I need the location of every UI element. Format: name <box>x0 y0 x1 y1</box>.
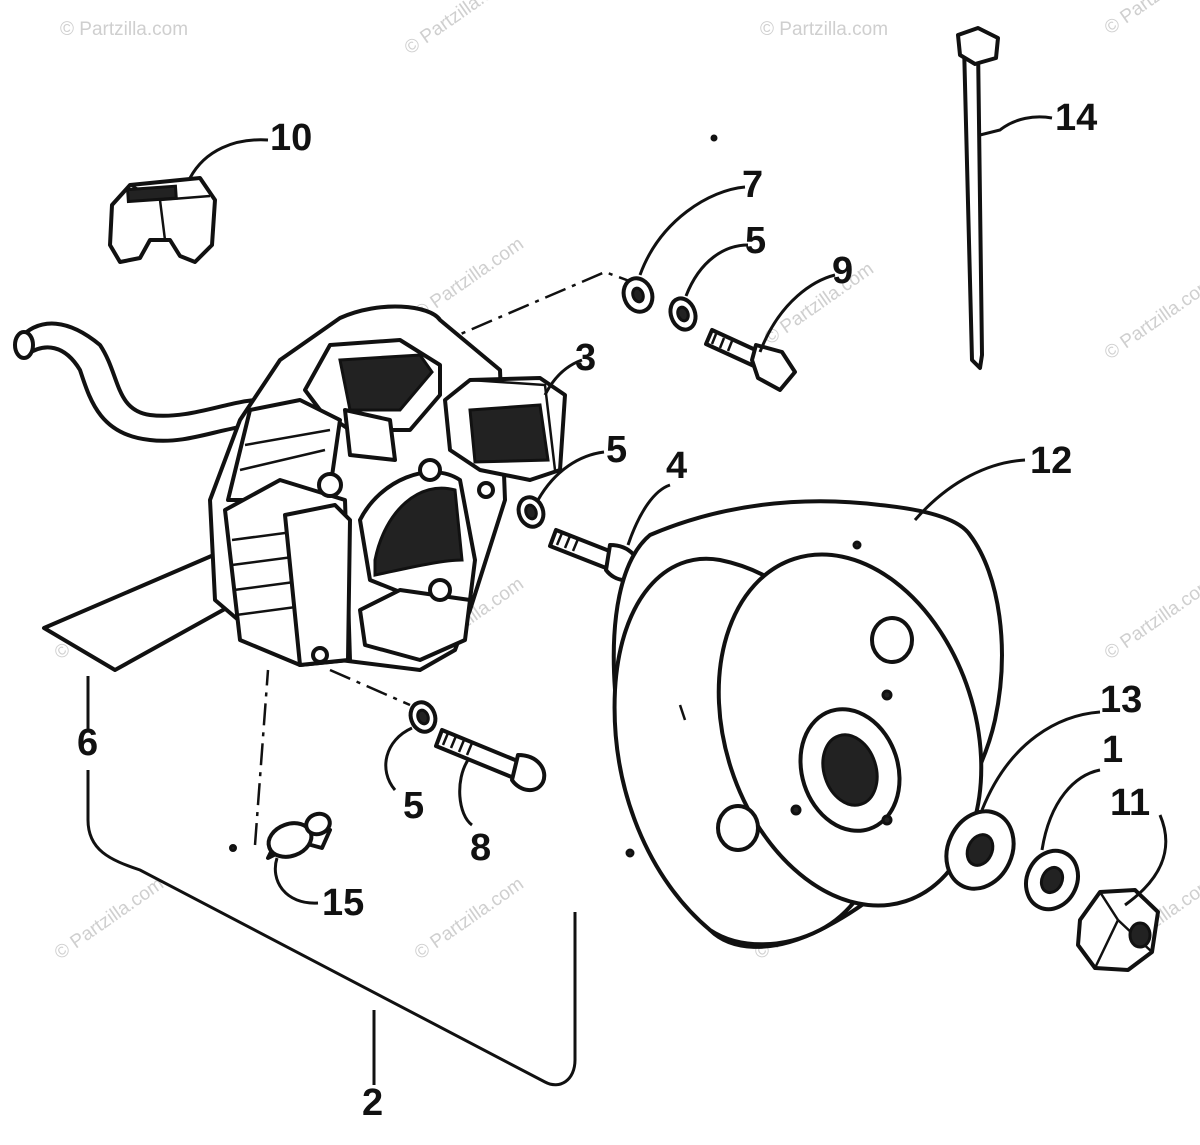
watermark-text: © Partzilla.com <box>1101 573 1200 664</box>
part-14-tie-strap <box>956 26 1000 370</box>
callout-10: 10 <box>270 117 312 159</box>
part-9-bolt <box>704 328 797 392</box>
callouts: 10 14 7 5 9 3 5 4 12 13 1 11 6 5 8 15 2 <box>77 97 1150 1124</box>
part-2-stator-assembly <box>208 304 567 672</box>
callout-4: 4 <box>666 445 687 487</box>
leader-line <box>758 273 836 353</box>
part-10-cap <box>108 176 217 264</box>
leader-line <box>536 450 605 501</box>
assembly-line <box>253 669 270 846</box>
part-15-grommet <box>266 811 332 860</box>
part-12-flywheel <box>611 499 1004 949</box>
leader-line <box>543 358 583 396</box>
part-7-washer <box>621 276 655 314</box>
leader-line <box>626 483 671 546</box>
callout-1: 1 <box>1102 729 1123 771</box>
part-5-lockwasher <box>408 700 438 734</box>
callout-7: 7 <box>742 164 763 206</box>
leader-line <box>384 726 413 791</box>
leader-line <box>1040 768 1101 851</box>
leader-line <box>979 115 1053 137</box>
leader-line <box>273 857 319 905</box>
callout-11: 11 <box>1110 782 1150 824</box>
callout-12: 12 <box>1030 440 1072 482</box>
wire-lead <box>13 321 264 443</box>
callout-5a: 5 <box>745 220 766 262</box>
part-5-lockwasher <box>668 296 698 332</box>
callout-13: 13 <box>1100 679 1142 721</box>
part-11-nut <box>1076 888 1160 972</box>
watermark-text: © Partzilla.com <box>51 873 168 964</box>
callout-15: 15 <box>322 882 364 924</box>
assembly-line <box>329 668 411 707</box>
watermark-text: © Partzilla.com <box>401 0 518 59</box>
callout-5b: 5 <box>606 429 627 471</box>
watermark-text: © Partzilla.com <box>411 873 528 964</box>
callout-8: 8 <box>470 827 491 869</box>
callout-5c: 5 <box>403 785 424 827</box>
leader-line <box>188 138 269 179</box>
leader-line <box>1124 814 1168 907</box>
part-8-screw <box>434 728 547 792</box>
part-5-lockwasher <box>516 495 546 529</box>
part-1-lockwasher <box>1024 848 1080 912</box>
leader-line-bracket <box>86 770 577 1087</box>
assembly-lines <box>253 270 633 846</box>
callout-9: 9 <box>832 250 853 292</box>
leader-lines <box>86 115 1168 1087</box>
leader-line <box>638 185 746 276</box>
callout-6: 6 <box>77 722 98 764</box>
watermark-text: © Partzilla.com <box>1101 0 1200 39</box>
stray-marks <box>229 134 718 852</box>
leader-line <box>980 710 1101 811</box>
watermark-text: © Partzilla.com <box>1101 273 1200 364</box>
leader-line <box>913 458 1026 521</box>
part-13-washer <box>944 809 1016 891</box>
callout-3: 3 <box>575 337 596 379</box>
part-4-screw <box>548 528 641 582</box>
watermark-text: © Partzilla.com <box>760 19 888 40</box>
leader-line <box>458 759 474 827</box>
leader-line <box>684 243 749 297</box>
watermark-text: © Partzilla.com <box>60 19 188 40</box>
assembly-line <box>434 270 633 347</box>
callout-14: 14 <box>1055 97 1097 139</box>
callout-2: 2 <box>362 1082 383 1124</box>
watermark-text: © Partzilla.com <box>761 258 878 349</box>
